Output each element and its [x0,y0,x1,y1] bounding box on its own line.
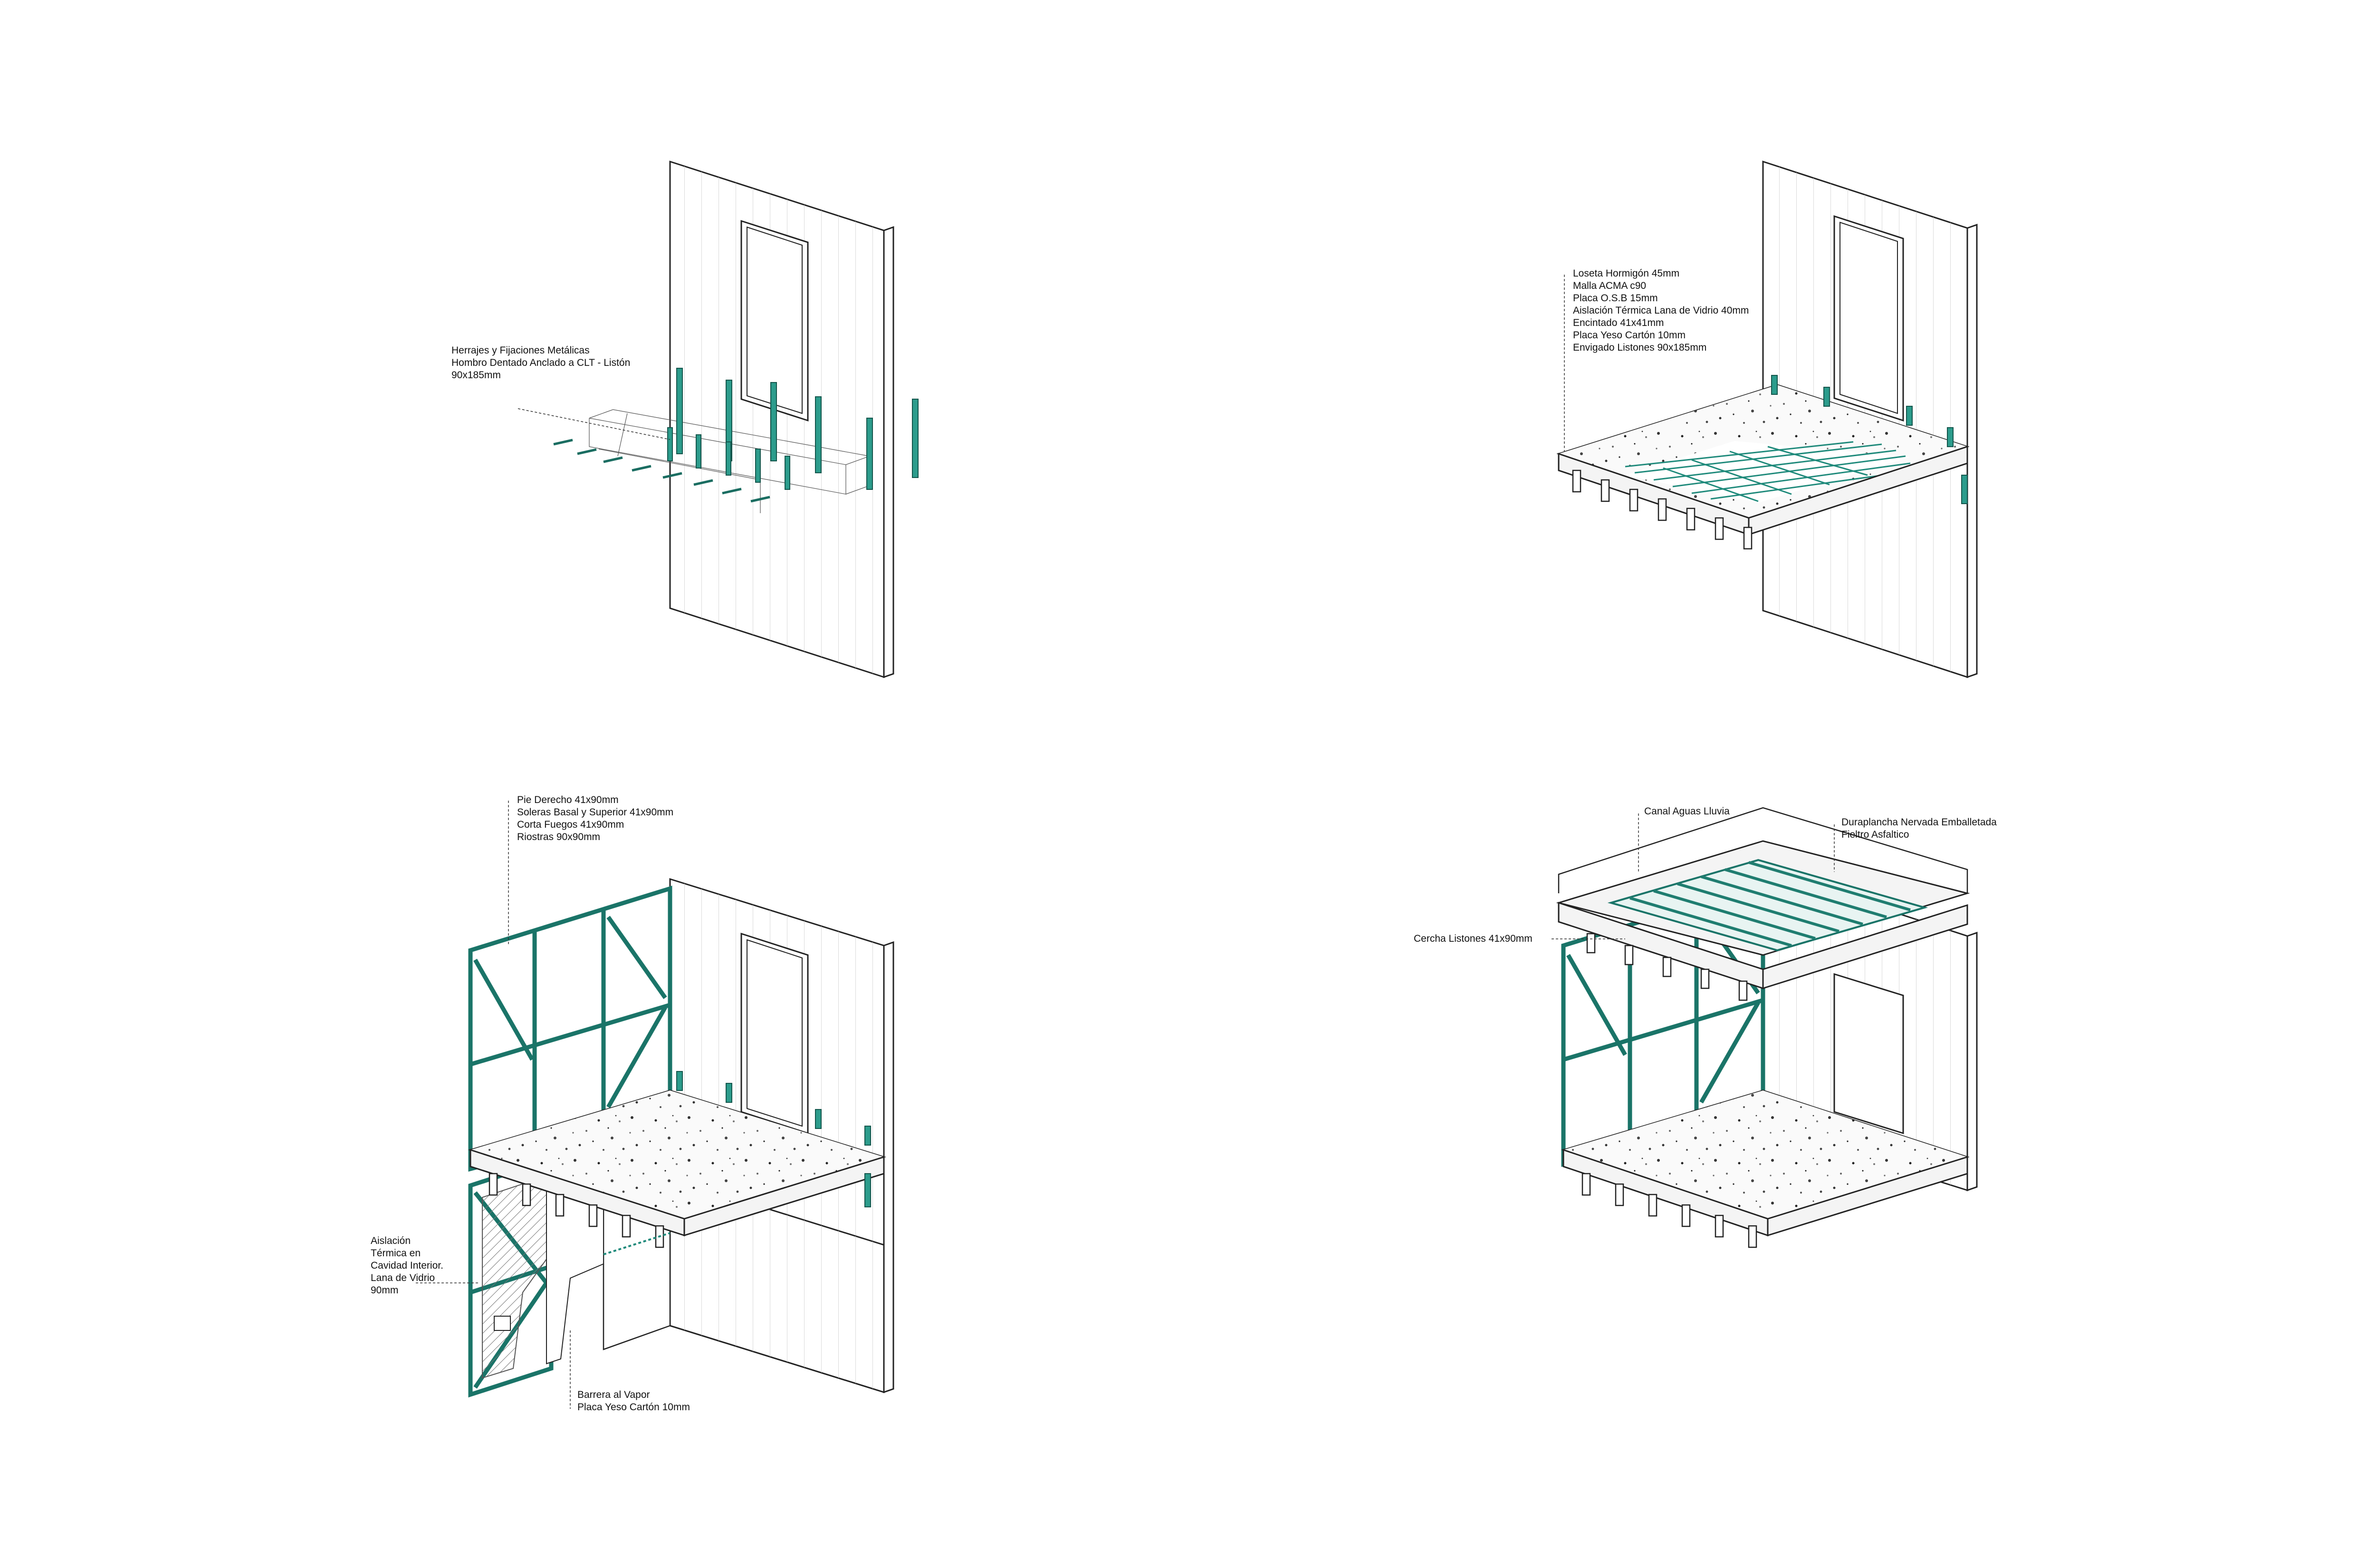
acma-mesh [1625,441,1911,502]
concrete-topping-texture [470,1090,884,1219]
joists [1581,1173,1757,1248]
slab-side [1767,1156,1968,1237]
leader-line [517,408,671,440]
label-canal-aguas-lluvia: Canal Aguas Lluvia [1644,806,1730,817]
concrete-topping-texture [1563,1090,1967,1219]
metal-brackets [676,1071,871,1207]
label-aislacion-3: Cavidad Interior. [371,1260,443,1271]
label-corta-fuegos: Corta Fuegos 41x90mm [517,819,624,830]
panel-floor-slab: Loseta Hormigón 45mm Malla ACMA c90 Plac… [1556,160,1978,679]
label-cercha: Cercha Listones 41x90mm [1414,933,1533,944]
label-hombro-dentado: Hombro Dentado Anclado a CLT - Listón [451,357,630,368]
firestop-line [603,1232,671,1255]
metal-brackets [1771,375,1968,504]
corrugated-roof-sheet [1607,859,1928,952]
label-fieltro: Fieltro Asfaltico [1841,829,1909,840]
label-malla: Malla ACMA c90 [1573,280,1646,291]
label-placa-yeso-carton: Placa Yeso Cartón 10mm [577,1402,690,1413]
label-placa-yeso: Placa Yeso Cartón 10mm [1573,330,1686,341]
label-encintado: Encintado 41x41mm [1573,317,1664,328]
panel-roof-assembly: Canal Aguas Lluvia Duraplancha Nervada E… [1414,806,1997,1248]
label-envigado: Envigado Listones 90x185mm [1573,342,1706,353]
wall-edge [883,941,894,1394]
label-herrajes: Herrajes y Fijaciones Metálicas [451,345,590,356]
slab-side [683,1156,885,1237]
joists [489,1173,664,1248]
roof-side [1762,904,1968,990]
label-soleras: Soleras Basal y Superior 41x90mm [517,807,673,818]
panel-stud-wall: Pie Derecho 41x90mm Soleras Basal y Supe… [371,794,894,1413]
wall-edge [883,226,894,679]
label-barrera-vapor: Barrera al Vapor [577,1389,650,1400]
wall-edge [1966,223,1978,679]
label-loseta: Loseta Hormigón 45mm [1573,268,1679,279]
window-opening [1833,973,1904,1135]
label-aislacion: Aislación Térmica Lana de Vidrio 40mm [1573,305,1749,316]
wood-grain-texture [670,1178,884,1392]
label-aislacion-1: Aislación [371,1235,411,1246]
roof-trusses [1586,933,1748,1001]
label-duraplancha: Duraplancha Nervada Emballetada [1841,817,1997,828]
joists [1572,469,1753,550]
wall-edge [1966,931,1978,1192]
panel-clt-wall-fixings: Herrajes y Fijaciones Metálicas Hombro D… [451,160,919,679]
metal-brackets [676,368,919,490]
label-aislacion-5: 90mm [371,1285,398,1296]
label-aislacion-4: Lana de Vidrio [371,1272,435,1283]
window-opening [740,932,809,1135]
gutter-parapet [1558,807,1968,893]
electrical-box [494,1316,511,1331]
label-liston-size: 90x185mm [451,370,501,381]
label-osb: Placa O.S.B 15mm [1573,293,1658,304]
label-aislacion-2: Térmica en [371,1248,421,1259]
label-riostras: Riostras 90x90mm [517,832,600,842]
screws [553,439,770,503]
window-opening [1833,215,1904,422]
label-pie-derecho: Pie Derecho 41x90mm [517,794,619,805]
toothed-plates [667,427,790,490]
glass-wool-insulation [482,1175,547,1379]
window-opening [740,220,809,422]
